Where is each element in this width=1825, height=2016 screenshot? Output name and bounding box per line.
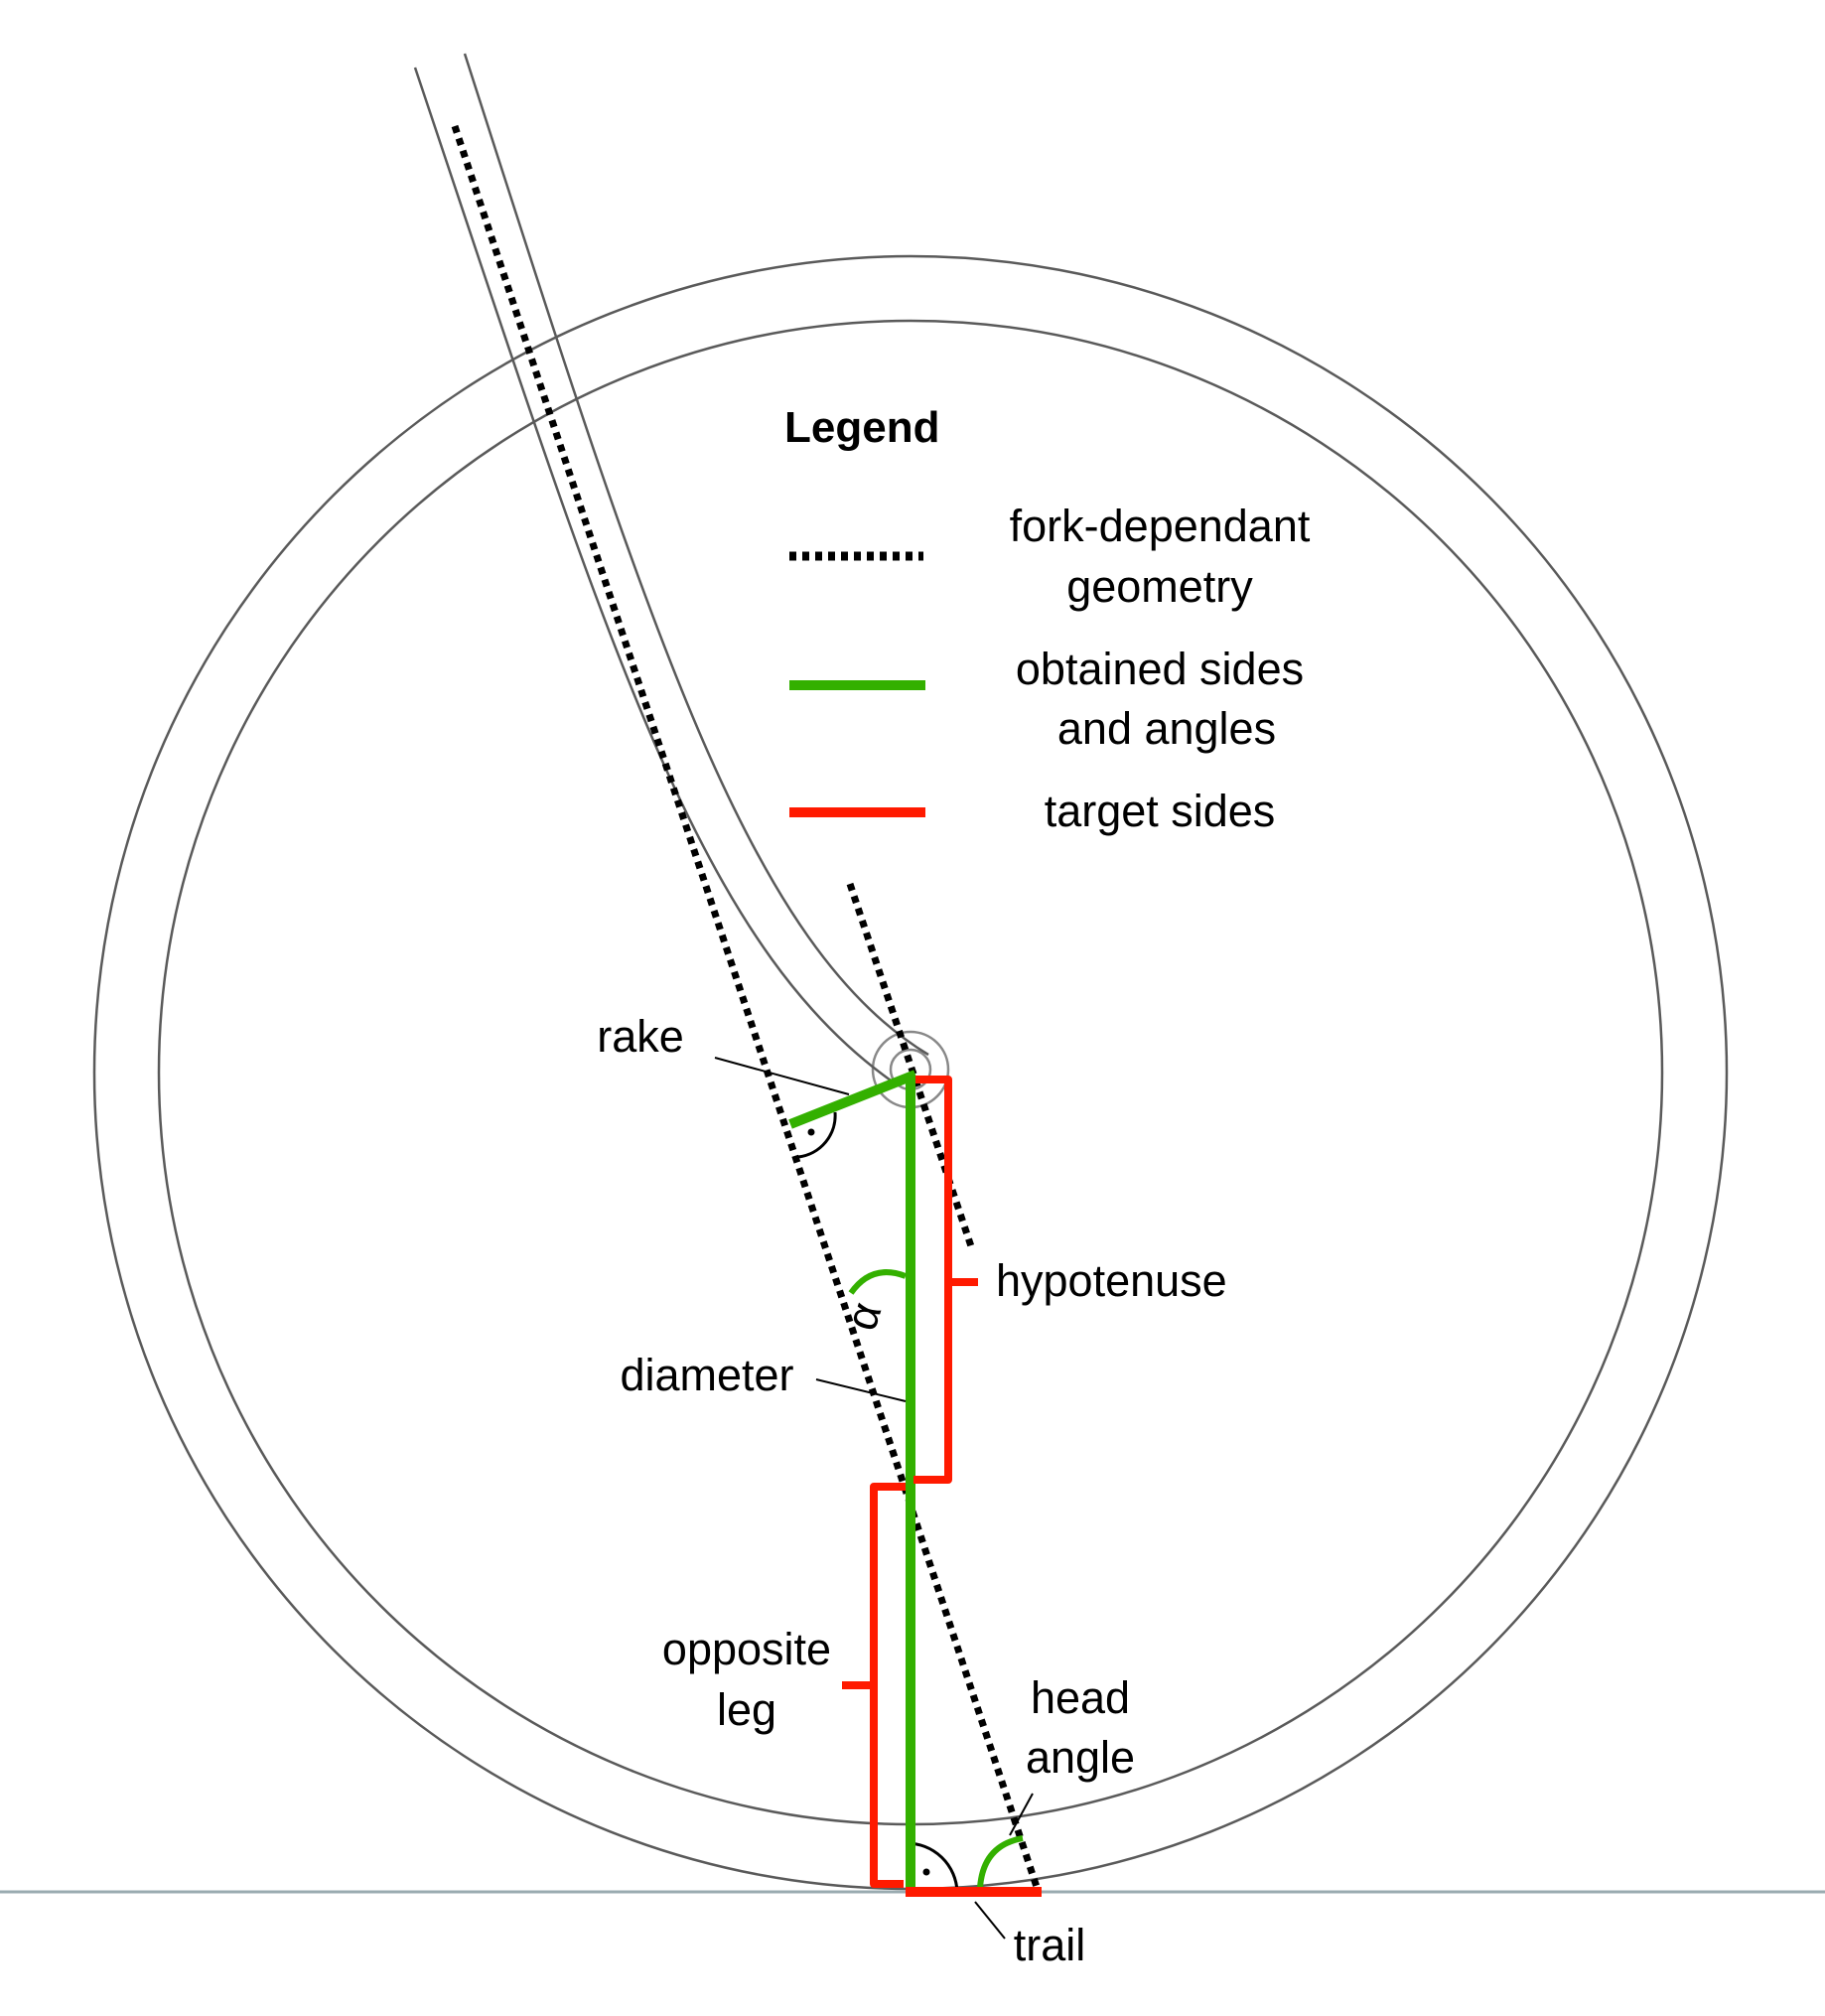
head-angle-arc <box>977 1835 1024 1889</box>
rake-label: rake <box>597 1011 684 1062</box>
diameter-label: diameter <box>620 1350 793 1400</box>
rake-right-angle-dot <box>807 1128 815 1136</box>
rake-leader-line <box>714 1057 850 1095</box>
leader-lines <box>714 1057 1034 1940</box>
legend-item-obtained: obtained sides and angles <box>789 644 1304 754</box>
alpha-angle-arc <box>848 1269 908 1295</box>
head-angle-leader-line <box>1009 1793 1034 1836</box>
target-sides <box>842 1076 1042 1897</box>
legend-obtained-line-2: and angles <box>1057 703 1276 754</box>
legend-fork-dependant-line-2: geometry <box>1066 561 1253 612</box>
legend-fork-dependant-line-1: fork-dependant <box>1010 501 1311 551</box>
fork-blade-outer-edge <box>413 67 895 1084</box>
alpha-label: α <box>835 1296 892 1337</box>
diagram-labels: rake hypotenuse α diameter opposite leg … <box>597 1011 1226 1970</box>
legend-target-line-1: target sides <box>1045 786 1276 836</box>
legend-title: Legend <box>784 403 939 452</box>
head-angle-label-line-2: angle <box>1026 1732 1135 1783</box>
legend-item-fork-dependant: fork-dependant geometry <box>789 501 1311 612</box>
rake-right-angle-arc <box>797 1111 837 1159</box>
obtained-sides-and-angles <box>788 1070 1024 1892</box>
rake-offset-line <box>788 1070 917 1129</box>
trail-label: trail <box>1014 1920 1086 1970</box>
legend: Legend fork-dependant geometry obtained … <box>784 403 1311 836</box>
fork-blade <box>413 53 929 1084</box>
trail-right-angle-arc <box>906 1841 959 1893</box>
trail-right-angle-dot <box>922 1868 930 1876</box>
fork-blade-inner-edge <box>463 53 929 1057</box>
opposite-leg-label-line-2: leg <box>717 1684 776 1735</box>
right-angle-markers <box>797 1111 959 1893</box>
head-angle-label-line-1: head <box>1031 1672 1130 1723</box>
legend-item-target: target sides <box>789 786 1275 836</box>
legend-obtained-line-1: obtained sides <box>1016 644 1304 694</box>
opposite-leg-label-line-1: opposite <box>662 1624 831 1674</box>
trail-leader-line <box>974 1901 1006 1940</box>
hypotenuse-label: hypotenuse <box>996 1255 1227 1306</box>
hypotenuse-bracket <box>913 1076 952 1484</box>
diameter-leader-line <box>815 1378 907 1402</box>
